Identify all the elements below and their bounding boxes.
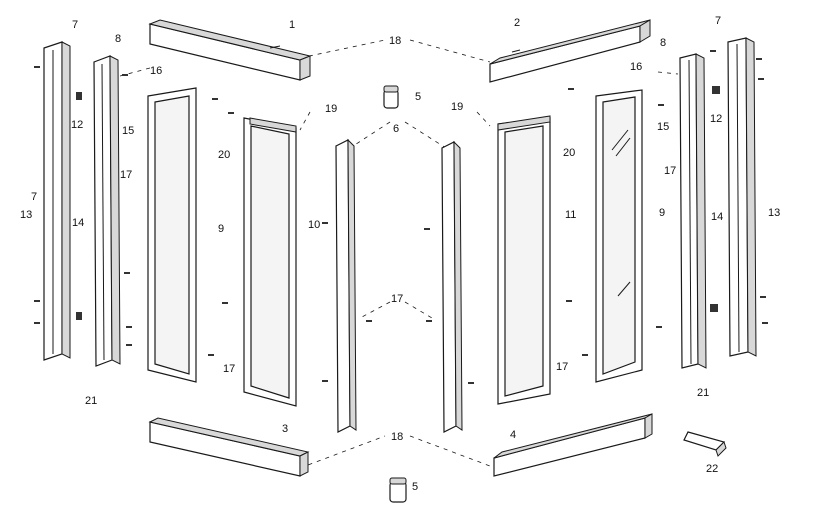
label-20b: 20 [563, 147, 575, 159]
label-7c: 7 [715, 15, 721, 27]
wall-jamb-right-inner [679, 53, 707, 369]
label-19b: 19 [451, 101, 463, 113]
label-8b: 8 [660, 37, 666, 49]
label-21b: 21 [697, 387, 709, 399]
label-17c: 17 [391, 293, 403, 305]
door-panel-left-front [147, 87, 197, 383]
bottom-sill-right [493, 413, 653, 477]
label-15a: 15 [122, 125, 134, 137]
guide-lines [119, 39, 679, 469]
label-18a: 18 [389, 35, 401, 47]
label-8a: 8 [115, 33, 121, 45]
label-9a: 9 [218, 223, 224, 235]
label-13a: 13 [20, 209, 32, 221]
wall-jamb-right-outer [727, 37, 757, 357]
handle-bracket-part [683, 431, 727, 457]
label-17e: 17 [664, 165, 676, 177]
label-21a: 21 [85, 395, 97, 407]
label-15b: 15 [657, 121, 669, 133]
corner-post-left [335, 138, 357, 433]
label-2: 2 [514, 17, 520, 29]
label-17a: 17 [120, 169, 132, 181]
label-4: 4 [510, 429, 516, 441]
label-5b: 5 [412, 481, 418, 493]
label-12a: 12 [71, 119, 83, 131]
label-18b: 18 [391, 431, 403, 443]
label-22: 22 [706, 463, 718, 475]
top-header-right [489, 19, 651, 83]
door-panel-right-front [595, 89, 643, 383]
label-13b: 13 [768, 207, 780, 219]
label-17b: 17 [223, 363, 235, 375]
part-number-labels: 1 2 3 4 5 5 6 7 7 7 8 8 9 9 10 11 12 12 … [20, 15, 780, 493]
label-7a: 7 [72, 19, 78, 31]
label-6: 6 [393, 123, 399, 135]
label-14b: 14 [711, 211, 723, 223]
wall-jamb-left-inner [93, 55, 121, 367]
label-11: 11 [565, 209, 576, 221]
bottom-sill-left [148, 417, 310, 477]
label-16a: 16 [150, 65, 162, 77]
label-19a: 19 [325, 103, 337, 115]
label-12b: 12 [710, 113, 722, 125]
label-14a: 14 [72, 217, 84, 229]
label-16b: 16 [630, 61, 642, 73]
top-cap-part [383, 85, 399, 109]
label-3: 3 [282, 423, 288, 435]
hardware-screws [34, 50, 768, 384]
wall-jamb-left-outer [43, 41, 71, 361]
label-17d: 17 [556, 361, 568, 373]
corner-post-right [441, 140, 463, 433]
label-20a: 20 [218, 149, 230, 161]
bottom-cap-part [389, 477, 407, 503]
door-panel-left-rear [243, 117, 297, 407]
top-header-left [148, 19, 312, 81]
label-9b: 9 [659, 207, 665, 219]
door-panel-right-rear [497, 115, 551, 405]
label-10: 10 [308, 219, 320, 231]
label-7b: 7 [31, 191, 37, 203]
label-5a: 5 [415, 91, 421, 103]
label-1: 1 [289, 19, 295, 31]
